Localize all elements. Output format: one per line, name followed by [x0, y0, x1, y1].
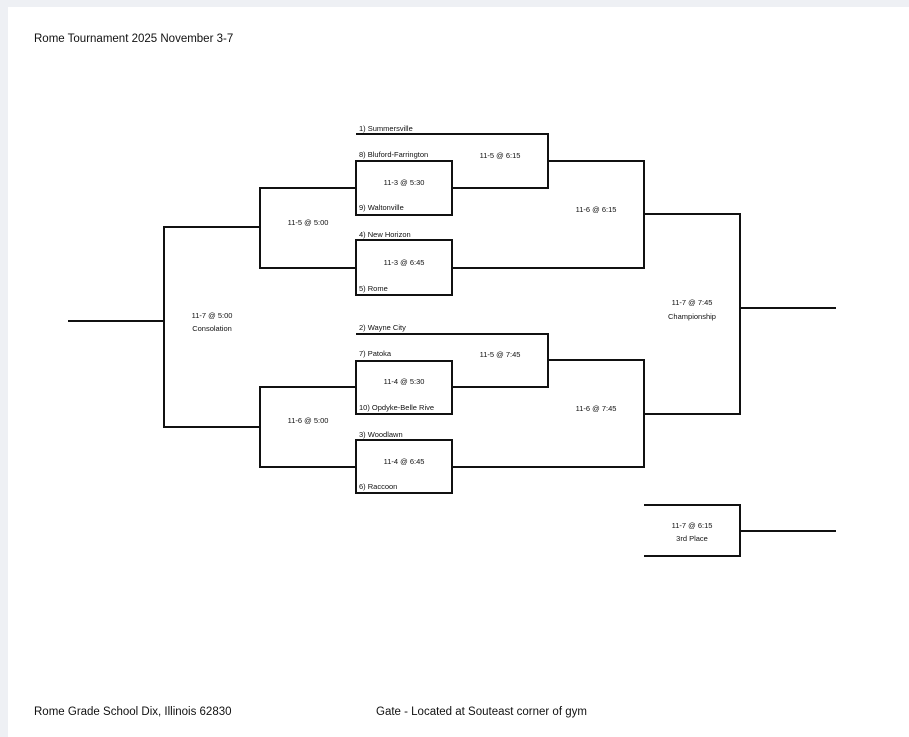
- game-consolation-label: Consolation: [192, 324, 232, 333]
- game-11-6-745: 11-6 @ 7:45: [575, 404, 617, 413]
- game-championship-label: Championship: [668, 312, 716, 321]
- game-championship-time: 11-7 @ 7:45: [671, 298, 713, 307]
- game-11-5-615: 11-5 @ 6:15: [479, 151, 521, 160]
- team-woodlawn: 3) Woodlawn: [359, 430, 403, 439]
- game-consolation-time: 11-7 @ 5:00: [191, 311, 233, 320]
- team-new-horizon: 4) New Horizon: [359, 230, 411, 239]
- team-raccoon: 6) Raccoon: [359, 482, 398, 491]
- game-11-4-530: 11-4 @ 5:30: [383, 377, 425, 386]
- team-summersville: 1) Summersville: [359, 124, 413, 133]
- game-11-5-500: 11-5 @ 5:00: [287, 218, 329, 227]
- team-waltonville: 9) Waltonville: [359, 203, 404, 212]
- footer-school-address: Rome Grade School Dix, Illinois 62830: [34, 706, 232, 718]
- team-patoka: 7) Patoka: [359, 349, 392, 358]
- team-opdyke-belle-rive: 10) Opdyke-Belle Rive: [359, 403, 435, 412]
- footer-gate-info: Gate - Located at Souteast corner of gym: [376, 706, 587, 718]
- game-11-6-500: 11-6 @ 5:00: [287, 416, 329, 425]
- team-rome: 5) Rome: [359, 284, 388, 293]
- game-third-place-label: 3rd Place: [676, 534, 708, 543]
- game-11-4-645: 11-4 @ 6:45: [383, 457, 425, 466]
- game-third-place-time: 11-7 @ 6:15: [671, 521, 713, 530]
- game-11-3-645: 11-3 @ 6:45: [383, 258, 425, 267]
- team-bluford-farrington: 8) Bluford-Farrington: [359, 150, 429, 159]
- game-11-6-615: 11-6 @ 6:15: [575, 205, 617, 214]
- team-wayne-city: 2) Wayne City: [359, 323, 406, 332]
- page-title: Rome Tournament 2025 November 3-7: [34, 33, 234, 45]
- game-11-5-745: 11-5 @ 7:45: [479, 350, 521, 359]
- game-11-3-530: 11-3 @ 5:30: [383, 178, 425, 187]
- bracket-sheet: [8, 7, 909, 737]
